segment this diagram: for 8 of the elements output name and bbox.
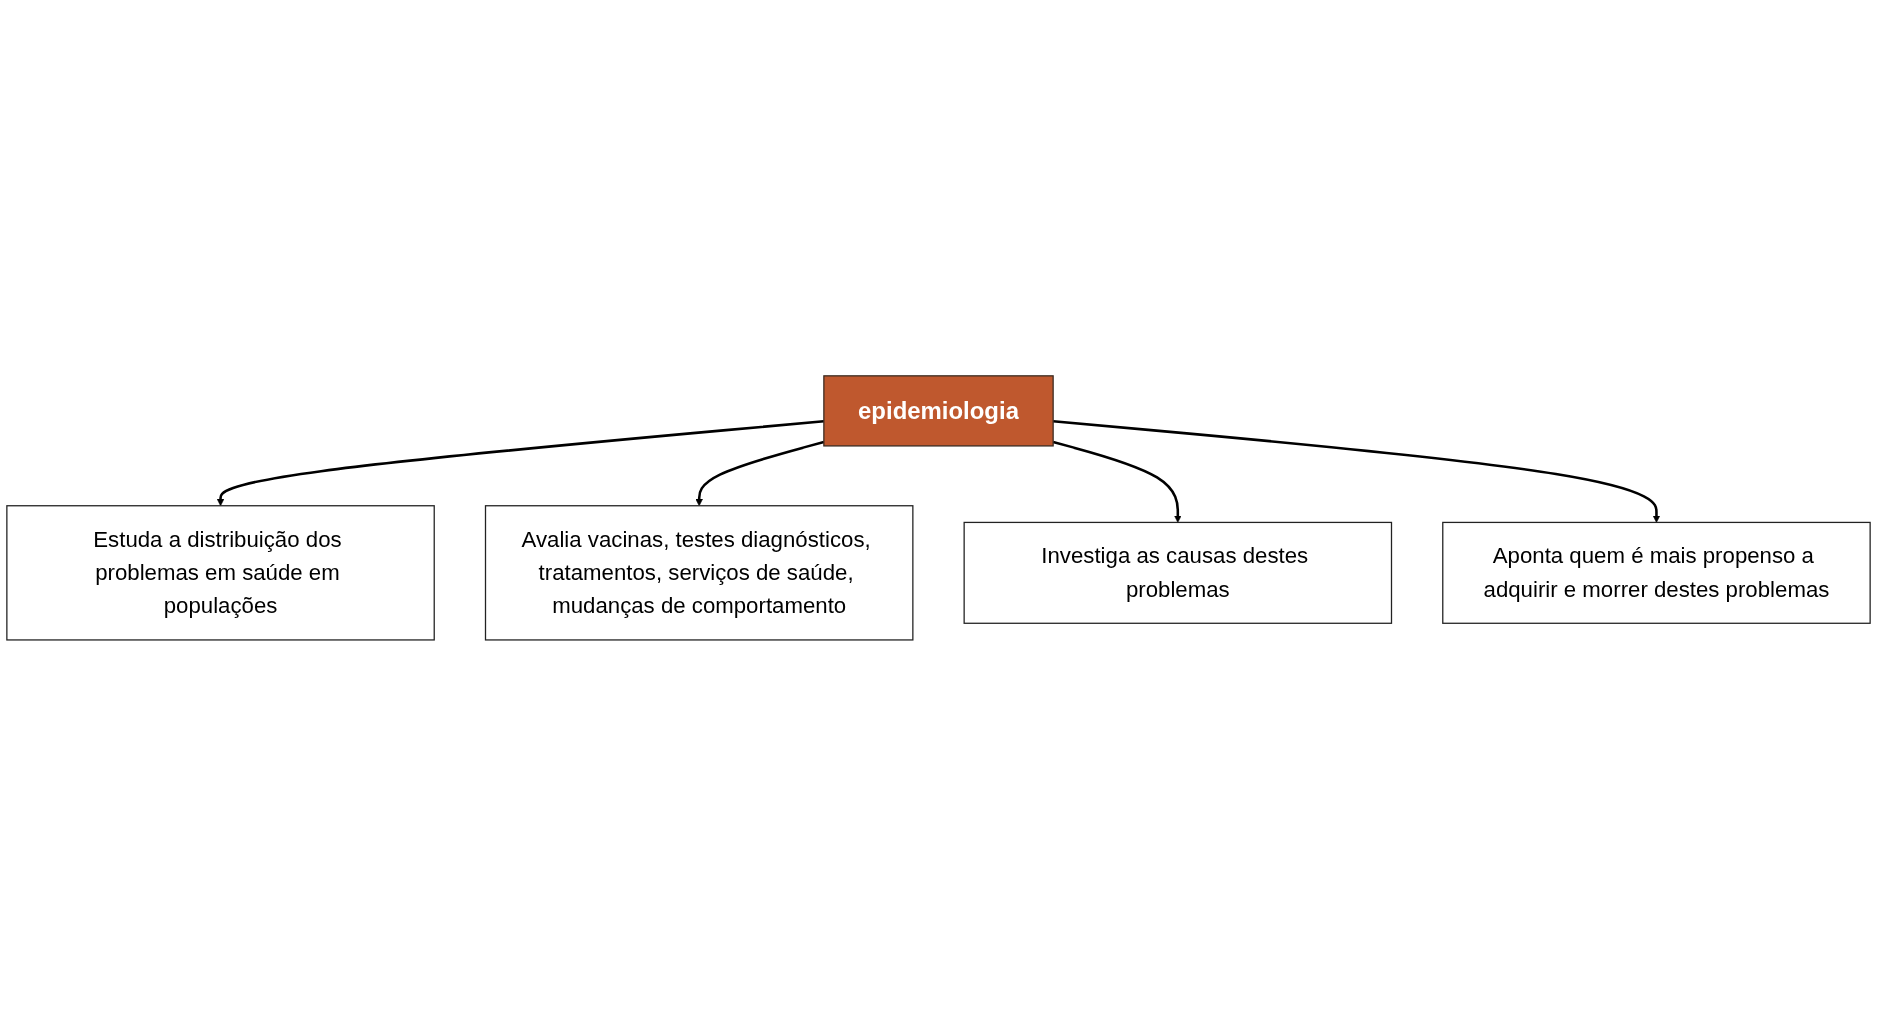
arrow <box>1053 420 1661 523</box>
arrow <box>1052 440 1182 523</box>
node-box: Estuda a distribuição dos problemas em saúde em populações <box>6 505 435 641</box>
arrow <box>216 420 824 507</box>
node-box: Avalia vacinas, testes diagnósticos, tratamentos, serviços de saúde, mudanças de comportamento <box>484 505 914 641</box>
node-box: Investiga as causas destes problemas <box>963 521 1393 625</box>
node-box: epidemiologia <box>823 375 1054 447</box>
node-box: Aponta quem é mais propenso a adquirir e morrer destes problemas <box>1442 521 1871 625</box>
